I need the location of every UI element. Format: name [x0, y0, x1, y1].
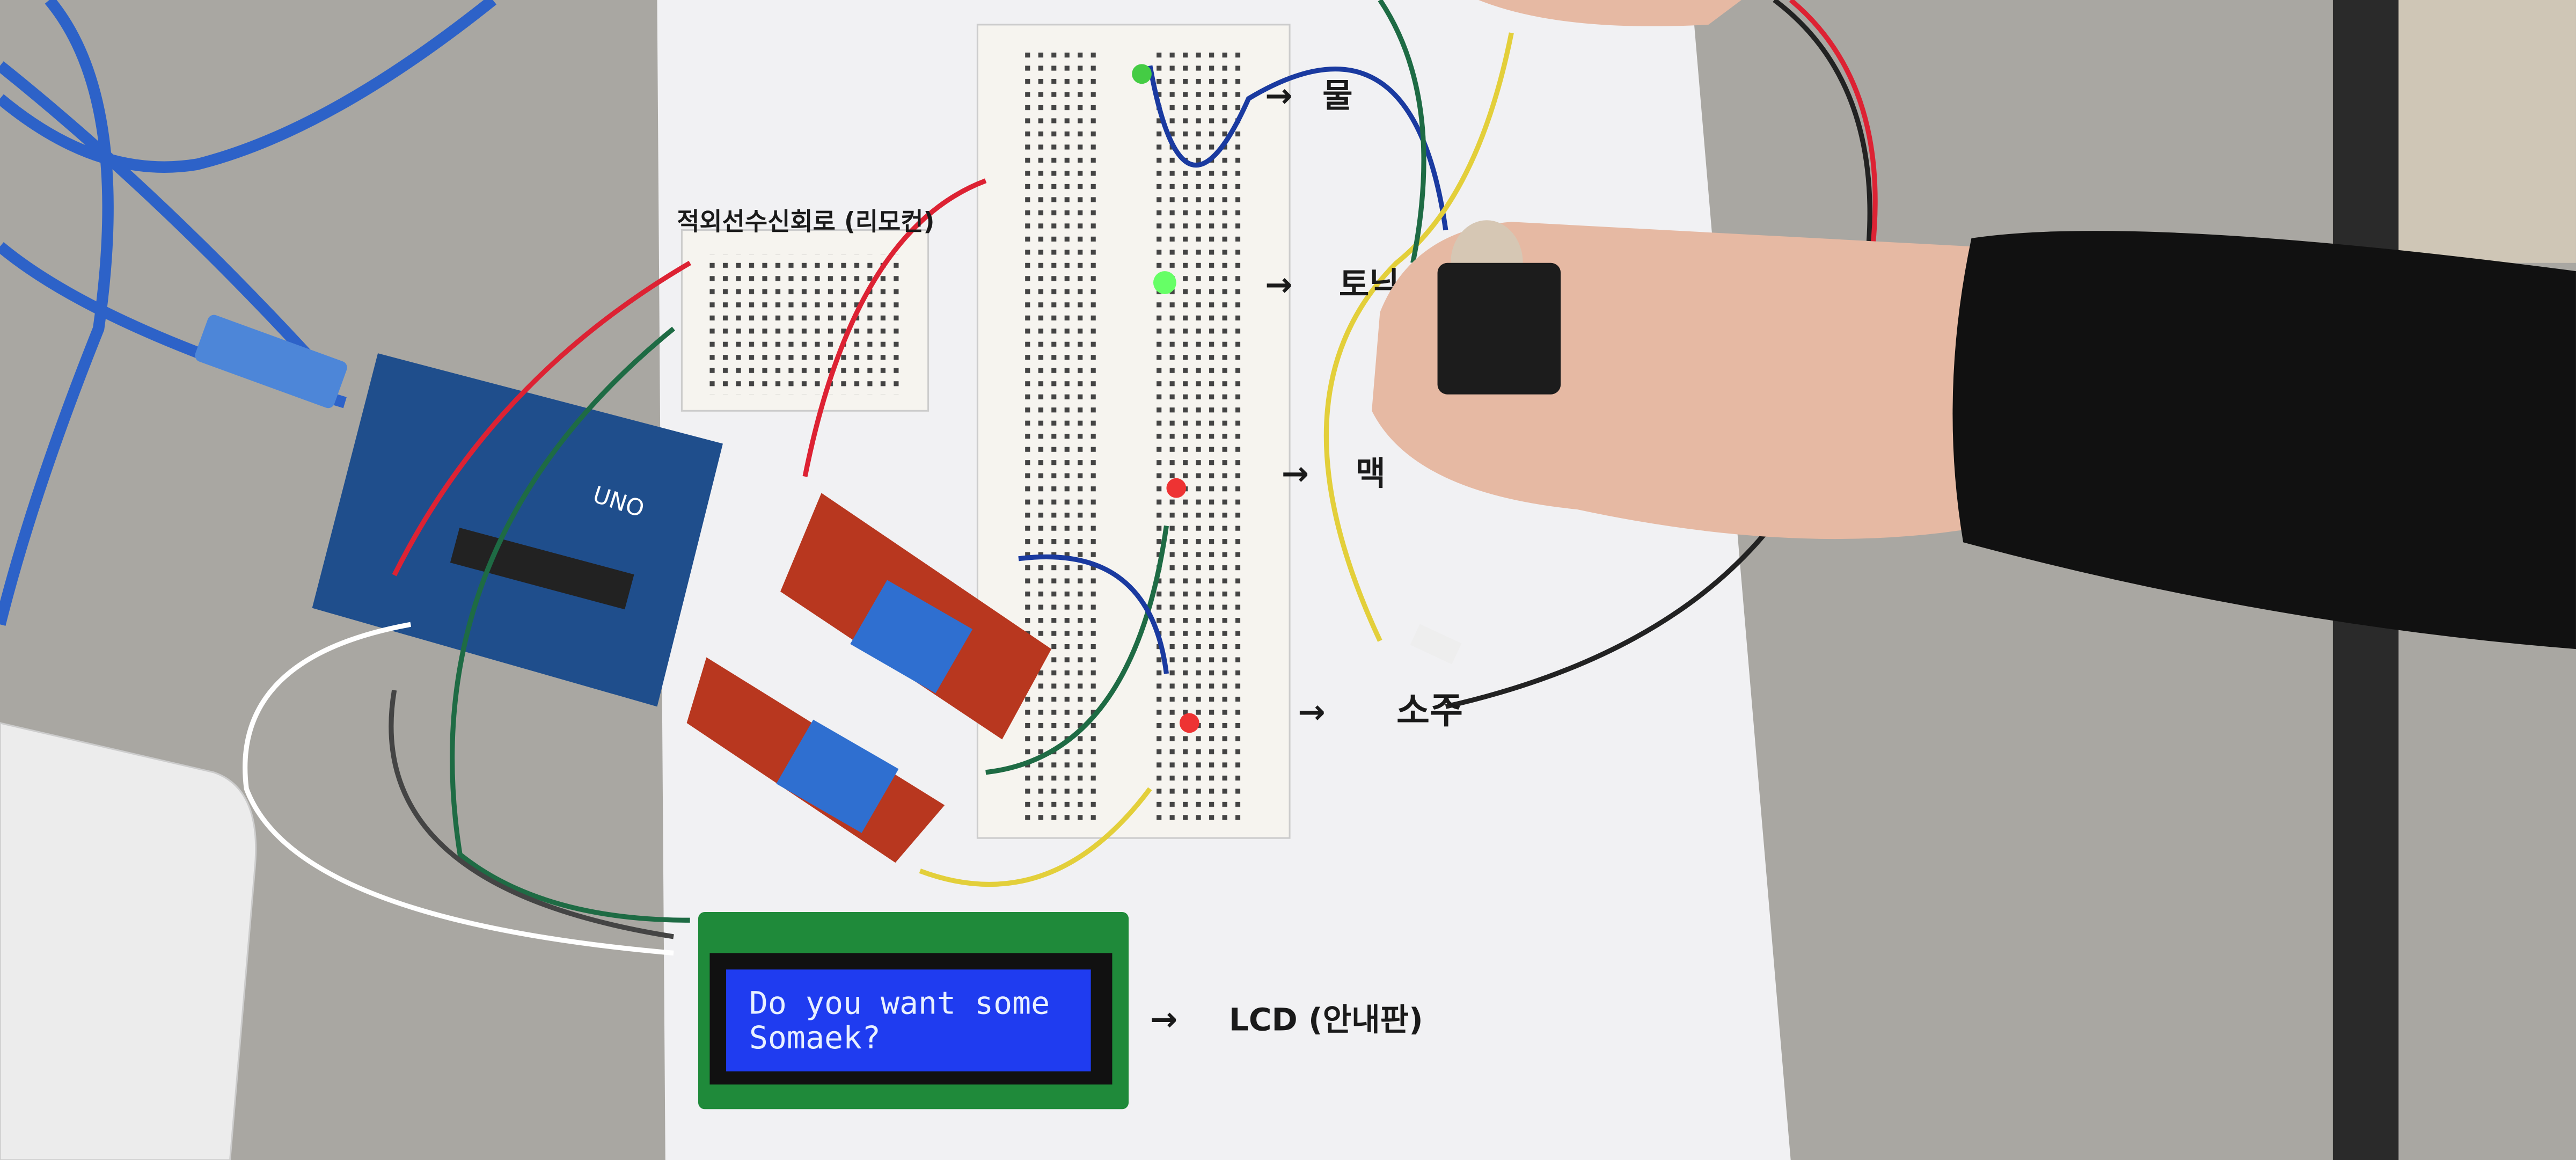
lcd-screen [726, 969, 1091, 1071]
led-red-2 [1179, 713, 1199, 733]
label-soju: 소주 [1396, 689, 1463, 732]
arduino-board [312, 353, 723, 707]
arrow-beer: → [1282, 455, 1309, 493]
led-red [1166, 478, 1187, 498]
black-sleeve [1952, 231, 2576, 650]
relay-2-block [776, 719, 899, 833]
ir-remote-button [1437, 262, 1561, 395]
arrow-soju: → [1298, 693, 1325, 731]
hand-top [1479, 0, 1741, 26]
led-green [1132, 64, 1152, 84]
usb-plug [195, 315, 347, 408]
wire-connector [1410, 624, 1462, 665]
arrow-lcd: → [1150, 1000, 1177, 1038]
usb-cable [0, 0, 497, 626]
arrow-tonic: → [1265, 266, 1292, 304]
lcd-line-2: Somaek? [749, 1019, 881, 1056]
label-ir-receiver: 적외선수신회로 (리모컨) [677, 207, 934, 236]
lcd-line-1: Do you want some [749, 985, 1050, 1022]
breadboard-holes [706, 49, 1241, 822]
arrow-water: → [1265, 77, 1292, 115]
label-beer: 맥 [1355, 455, 1385, 493]
router-device [0, 722, 257, 1160]
label-water: 물 [1322, 77, 1352, 115]
label-lcd: LCD (안내판) [1229, 1001, 1423, 1038]
relay-1-block [850, 580, 973, 694]
led-green-on [1153, 271, 1176, 294]
